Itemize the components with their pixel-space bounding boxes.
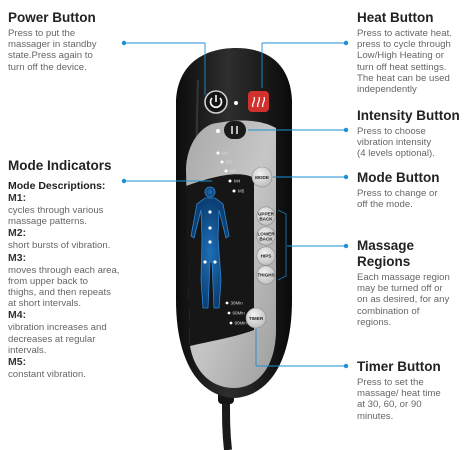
intensity-icon [231,126,238,134]
timer-led [229,321,233,325]
mode-desc: vibration increases and decreases at reg… [8,322,107,356]
mode-indicators-callout: Mode Indicators Mode Descriptions: M1: c… [8,158,132,380]
intensity-callout: Intensity Button Press to choose vibrati… [357,108,469,160]
body-figure-icon [190,186,230,309]
mode-name: M5: [8,356,27,369]
mode-item: M5: constant vibration. [8,356,132,380]
led-dot [234,101,238,105]
region-button[interactable] [256,206,276,226]
timer-button-label: TIMER [249,316,264,321]
mode-descriptions-subtitle: Mode Descriptions: [8,180,106,192]
mode-desc: cycles through various massage patterns. [8,205,104,228]
heat-desc: Press to activate heat. press to cycle t… [357,28,452,96]
region-button-label: THIGHS [257,273,274,278]
timer-led-label: 60Min [233,311,246,316]
led-dot [216,129,220,133]
mode-desc: Press to change or off the mode. [357,188,438,211]
timer-title: Timer Button [357,359,441,374]
mode-indicators-title: Mode Indicators [8,158,112,173]
regions-bracket [277,209,287,281]
mode-led-label: M5 [238,189,245,194]
timer-led-label: 30Min [231,301,244,306]
timer-button[interactable] [245,307,267,329]
region-button[interactable] [256,226,276,246]
timer-desc: Press to set the massage/ heat time at 3… [357,377,441,422]
mode-led-label: M1 [222,151,229,156]
power-desc: Press to put the massager in standby sta… [8,28,97,73]
mode-button[interactable] [251,166,273,188]
intensity-button[interactable] [224,121,246,139]
timer-led-label: 90Min [235,321,248,326]
power-icon [209,95,223,109]
mode-name: M3: [8,251,27,264]
mode-item: M3: moves through each area, from upper … [8,252,132,310]
mode-name: M4: [8,309,27,322]
intensity-desc: Press to choose vibration intensity (4 l… [357,126,435,160]
mode-led [220,160,224,164]
heat-callout: Heat Button Press to activate heat. pres… [357,10,469,95]
region-button[interactable] [256,265,276,285]
mode-item: M4: vibration increases and decreases at… [8,309,132,356]
timer-led [227,311,231,315]
timer-indicator-group: 30Min 60Min 90Min [225,301,248,326]
mode-desc: constant vibration. [8,369,86,381]
callout-lines [121,40,349,369]
heat-title: Heat Button [357,10,434,25]
mode-button-label: MODE [255,175,269,180]
power-callout: Power Button Press to put the massager i… [8,10,126,73]
timer-led [225,301,229,305]
region-button-label: HIPS [261,254,272,259]
mode-name: M2: [8,227,27,240]
regions-callout: Massage Regions Each massage region may … [357,238,469,328]
mode-led [216,151,220,155]
mode-callout: Mode Button Press to change or off the m… [357,170,469,210]
region-markers [203,210,217,264]
mode-desc: moves through each area, from upper back… [8,264,120,310]
heat-icon [251,96,266,108]
regions-title: Massage Regions [357,238,415,269]
mode-item: M1: cycles through various massage patte… [8,192,132,227]
intensity-title: Intensity Button [357,108,460,123]
mode-name: M1: [8,192,27,204]
mode-title: Mode Button [357,170,440,185]
power-title: Power Button [8,10,96,25]
cable [222,397,232,450]
mode-list: M1: cycles through various massage patte… [8,192,132,380]
mode-item: M2: short bursts of vibration. [8,227,132,251]
mode-led-label: M3 [230,169,237,174]
mode-led [232,189,236,193]
mode-led [224,169,228,173]
mode-led [228,179,232,183]
regions-desc: Each massage region may be turned off or… [357,272,450,328]
timer-callout: Timer Button Press to set the massage/ h… [357,359,469,422]
mode-desc: short bursts of vibration. [8,240,111,252]
mode-led-label: M4 [234,179,241,184]
region-button[interactable] [256,246,276,266]
mode-led-label: M2 [226,160,233,165]
